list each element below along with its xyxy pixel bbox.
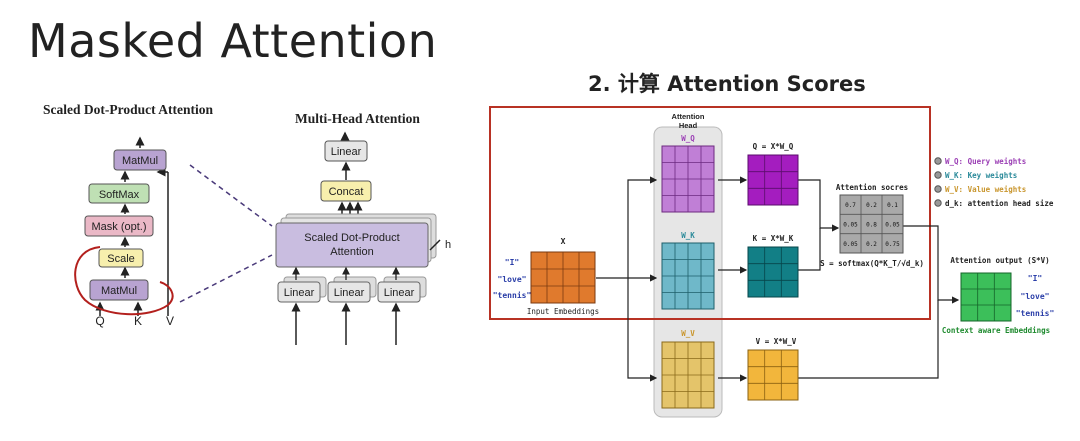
q-matrix — [747, 154, 799, 206]
mha-sdpa-label-line1: Scaled Dot-Product — [304, 232, 399, 244]
token-tennis: "tennis" — [493, 290, 532, 300]
x-label: X — [561, 237, 566, 246]
sdpa-diagram: Scaled Dot-Product Attention MatMul Soft… — [43, 102, 213, 328]
slide-title: Masked Attention — [28, 14, 438, 68]
legend-bullet-icon — [934, 199, 942, 207]
mha-linear-input-block — [277, 281, 321, 303]
output-matrix — [960, 272, 1012, 322]
sdpa-mask-block — [84, 215, 154, 237]
output-token-love: "love" — [1021, 292, 1050, 301]
score-cell: 0.05 — [843, 241, 858, 248]
sdpa-mask-label: Mask (opt.) — [91, 221, 146, 233]
score-cell: 0.7 — [845, 202, 856, 209]
k-equation: K = X*W_K — [753, 234, 794, 243]
wv-matrix — [661, 341, 715, 409]
k-matrix — [747, 246, 799, 298]
highlight-box — [489, 106, 931, 320]
legend-bullet-icon — [934, 157, 942, 165]
mha-linear-top-block — [324, 140, 368, 162]
sdpa-matmul-bottom-block — [89, 279, 149, 301]
sdpa-input-k: K — [134, 314, 142, 328]
sdpa-scale-label: Scale — [107, 253, 135, 265]
sdpa-matmul-top-label: MatMul — [122, 155, 158, 167]
sdpa-matmul-bottom-label: MatMul — [101, 285, 137, 297]
attention-output-title: Attention output (S*V) — [950, 256, 1049, 265]
context-aware-caption: Context aware Embeddings — [942, 326, 1050, 335]
sdpa-softmax-label: SoftMax — [99, 189, 140, 201]
mha-h-label: h — [445, 239, 451, 251]
hand-drawn-highlight-circle — [74, 246, 174, 316]
x-matrix — [530, 251, 596, 304]
score-cell: 0.8 — [866, 222, 877, 229]
v-equation: V = X*W_V — [756, 337, 797, 346]
sdpa-scale-block — [98, 248, 144, 268]
zoom-connector-bottom — [179, 254, 273, 303]
input-embeddings-caption: Input Embeddings — [527, 307, 599, 316]
attention-scores-title: Attention socres — [836, 183, 908, 192]
sdpa-input-v: V — [166, 314, 174, 328]
score-cell: 0.05 — [885, 222, 900, 229]
mha-linear-input-block — [327, 281, 371, 303]
q-equation: Q = X*W_Q — [753, 142, 794, 151]
wv-label: W_V — [681, 329, 695, 338]
legend-bullet-icon — [934, 185, 942, 193]
flow-connectors — [596, 176, 960, 382]
mha-concat-label: Concat — [329, 186, 364, 198]
attention-head-label-line2: Head — [679, 121, 698, 130]
legend: W_Q: Query weights W_K: Key weights W_V:… — [934, 157, 1054, 208]
token-love: "love" — [498, 275, 527, 284]
output-token-tennis: "tennis" — [1016, 308, 1055, 318]
legend-item-wk: W_K: Key weights — [945, 171, 1017, 180]
mha-concat-block — [320, 180, 372, 202]
mha-title: Multi-Head Attention — [295, 111, 420, 126]
score-cell: 0.75 — [885, 241, 900, 248]
sdpa-matmul-top-block — [113, 149, 167, 171]
mha-sdpa-block — [275, 222, 429, 268]
legend-item-wv: W_V: Value weights — [945, 185, 1026, 194]
v-matrix — [747, 349, 799, 401]
mha-linear-top-label: Linear — [331, 146, 362, 158]
output-token-i: "I" — [1028, 274, 1042, 283]
mha-linear-input-label: Linear — [334, 287, 365, 299]
softmax-equation: S = softmax(Q*K_T/√d_k) — [820, 259, 924, 268]
mha-diagram: Multi-Head Attention Linear Concat Scale… — [275, 111, 451, 345]
score-cell: 0.05 — [843, 222, 858, 229]
legend-item-dk: d_k: attention head size — [945, 199, 1054, 208]
sdpa-softmax-block — [88, 183, 150, 204]
sdpa-input-q: Q — [95, 314, 104, 328]
wq-label: W_Q — [681, 134, 695, 143]
token-i: "I" — [505, 258, 519, 267]
mha-linear-input-label: Linear — [384, 287, 415, 299]
mha-sdpa-label-line2: Attention — [330, 246, 373, 258]
attention-head-label-line1: Attention — [672, 112, 705, 121]
legend-item-wq: W_Q: Query weights — [945, 157, 1026, 166]
mha-linear-input-label: Linear — [284, 287, 315, 299]
wk-label: W_K — [681, 231, 695, 240]
zoom-connector-top — [189, 164, 273, 227]
score-cell: 0.1 — [887, 202, 898, 209]
score-cell: 0.2 — [866, 202, 877, 209]
attention-scores-matrix: 0.7 0.2 0.1 0.05 0.8 0.05 0.05 0.2 0.75 — [839, 194, 904, 254]
sdpa-title: Scaled Dot-Product Attention — [43, 102, 213, 117]
mha-linear-inputs: Linear Linear Linear — [277, 276, 427, 303]
step-title: 2. 计算 Attention Scores — [588, 72, 866, 96]
wq-matrix — [661, 145, 715, 213]
wk-matrix — [661, 242, 715, 310]
mha-linear-input-block — [377, 281, 421, 303]
score-cell: 0.2 — [866, 241, 877, 248]
legend-bullet-icon — [934, 171, 942, 179]
